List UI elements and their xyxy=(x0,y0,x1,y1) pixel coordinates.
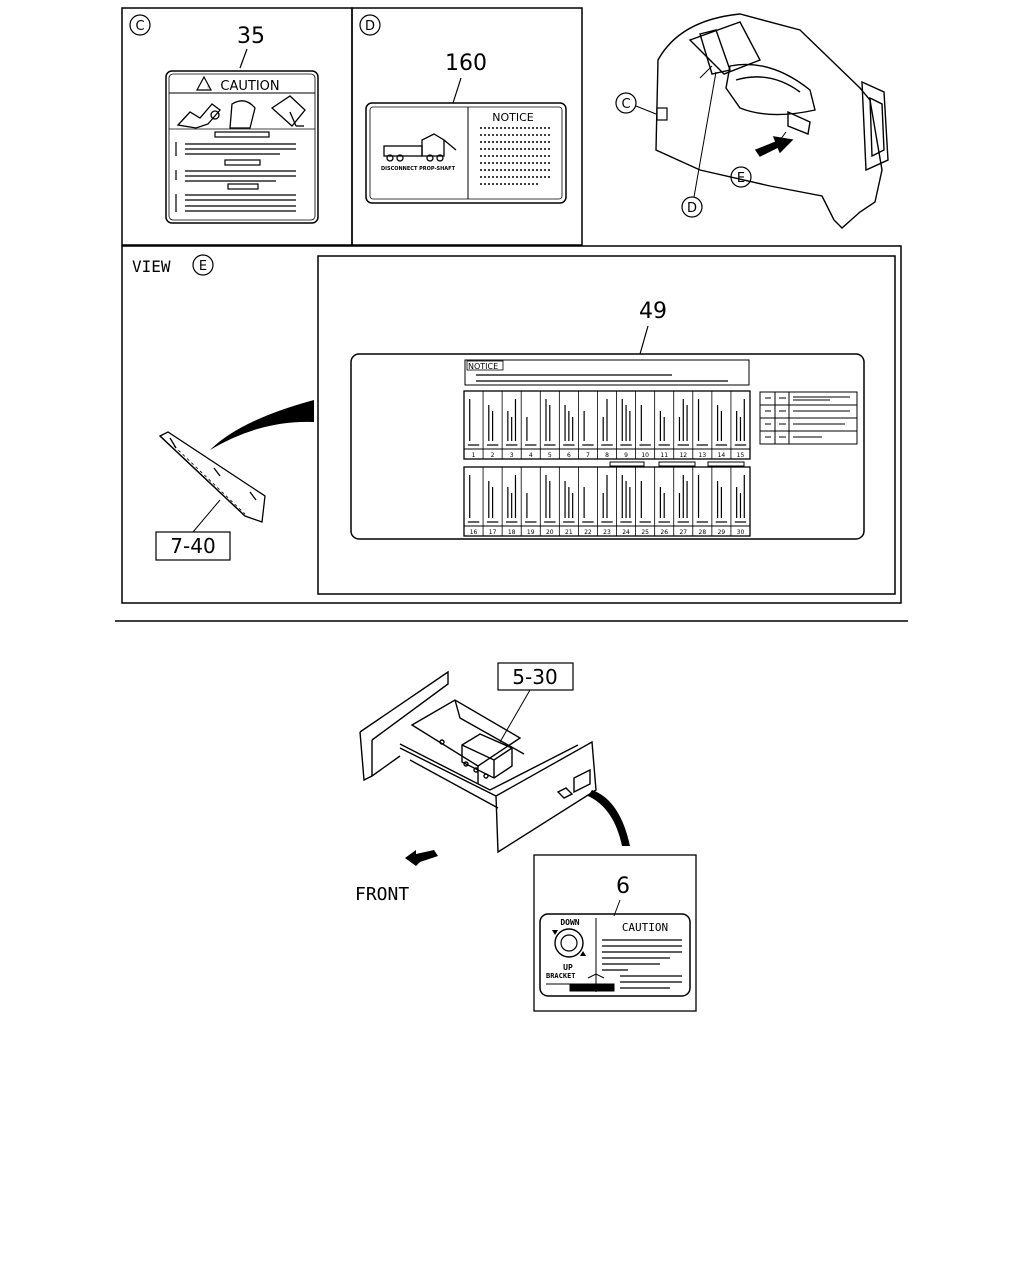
fuse-row-frame xyxy=(463,466,751,537)
caution-heading-35: CAUTION xyxy=(220,79,279,94)
view-e-frame xyxy=(121,245,902,604)
frame-ref-box xyxy=(497,662,574,691)
notice-label-160 xyxy=(365,102,567,204)
fuse-number-10: 10 xyxy=(641,452,649,459)
view-e-inner-frame xyxy=(317,255,896,595)
fuse-number-11: 11 xyxy=(660,452,668,459)
fuse-row-frame xyxy=(463,390,751,460)
spare-fuse-bar xyxy=(658,461,696,467)
fuse-number-20: 20 xyxy=(546,529,554,536)
fuse-cover-panel xyxy=(158,431,266,523)
fuse-number-15: 15 xyxy=(737,452,745,459)
fuse-legend-table xyxy=(759,391,858,445)
fuse-label-49 xyxy=(350,353,865,540)
notice-text-lines-160 xyxy=(480,127,550,185)
frame-label-pointer xyxy=(588,790,630,846)
caution-label-6 xyxy=(539,913,691,997)
fuse-number-17: 17 xyxy=(489,529,497,536)
panel-d-letter: D xyxy=(365,19,375,34)
panel-d: D 160 NOTICE DISCONNECT PROP-SHAFT xyxy=(359,14,567,204)
fuse-number-28: 28 xyxy=(699,529,707,536)
fuse-number-22: 22 xyxy=(584,529,592,536)
fuse-number-21: 21 xyxy=(565,529,573,536)
label-up: UP xyxy=(563,963,573,972)
frame-ref-5-30: 5-30 xyxy=(512,665,557,689)
fuse-number-26: 26 xyxy=(660,529,668,536)
cab-view xyxy=(655,13,889,229)
fuse-number-2: 2 xyxy=(491,452,495,459)
top-section xyxy=(121,7,583,246)
front-label: FRONT xyxy=(355,884,409,905)
fuse-number-25: 25 xyxy=(641,529,649,536)
fuse-number-5: 5 xyxy=(548,452,552,459)
frame-view: 5-30 xyxy=(355,662,697,1012)
part-number-49: 49 xyxy=(639,299,667,324)
fuse-number-24: 24 xyxy=(622,529,630,536)
chassis-frame-drawing xyxy=(359,670,597,854)
fuse-number-23: 23 xyxy=(603,529,611,536)
cab-callouts: C D E xyxy=(615,71,752,218)
notice-caption-160: DISCONNECT PROP-SHAFT xyxy=(381,166,456,172)
panel-d-letter-circle xyxy=(359,14,381,36)
fuse-number-16: 16 xyxy=(470,529,478,536)
bracket-icon xyxy=(546,973,615,992)
fuse-number-8: 8 xyxy=(605,452,609,459)
fuse-number-14: 14 xyxy=(718,452,726,459)
spare-fuse-bar xyxy=(609,461,645,467)
panel-d-frame xyxy=(351,7,583,246)
cab-body-outline xyxy=(655,13,883,229)
fuse-number-3: 3 xyxy=(510,452,514,459)
panel-ref-7-40: 7-40 xyxy=(170,534,215,558)
fuse-number-9: 9 xyxy=(624,452,628,459)
caution-label-35 xyxy=(165,70,319,224)
spare-fuse-bar xyxy=(707,461,745,467)
fuse-number-7: 7 xyxy=(586,452,590,459)
fuse-number-1: 1 xyxy=(472,452,476,459)
view-e-title-prefix: VIEW xyxy=(132,257,171,276)
fuse-number-27: 27 xyxy=(679,529,687,536)
cab-callout-e: E xyxy=(737,171,745,186)
rotate-dial-icon xyxy=(554,928,584,958)
front-arrow-icon xyxy=(405,850,438,866)
fuse-number-30: 30 xyxy=(737,529,745,536)
panel-d-part-number: 160 xyxy=(445,51,487,76)
notice-heading-160: NOTICE xyxy=(492,111,534,124)
part-number-6: 6 xyxy=(616,874,630,899)
fuse-number-19: 19 xyxy=(527,529,535,536)
fuse-number-4: 4 xyxy=(529,452,533,459)
fuse-number-18: 18 xyxy=(508,529,516,536)
panel-c-letter-circle xyxy=(129,14,151,36)
panel-c-letter: C xyxy=(135,19,144,34)
view-e-title-letter: E xyxy=(199,259,207,274)
frame-label-box xyxy=(533,854,697,1012)
panel-c: C 35 ! CAUTION xyxy=(129,14,319,224)
notice-heading-49: NOTICE xyxy=(468,362,498,371)
label-bracket: BRACKET xyxy=(546,972,576,980)
caution-text-lines-35 xyxy=(175,131,296,212)
view-e-pointer xyxy=(210,400,314,450)
fuse-number-6: 6 xyxy=(567,452,571,459)
cab-callout-c: C xyxy=(621,97,630,112)
cab-arrow-icon xyxy=(754,136,794,157)
pictogram-icons xyxy=(176,95,306,129)
fuse-number-13: 13 xyxy=(699,452,707,459)
svg-text:!: ! xyxy=(207,85,209,90)
truck-tow-icon xyxy=(383,133,457,162)
panel-c-part-number: 35 xyxy=(237,24,265,49)
fuse-number-12: 12 xyxy=(679,452,687,459)
cab-callout-d: D xyxy=(687,201,697,216)
fuse-number-29: 29 xyxy=(718,529,726,536)
caution-text-lines-6 xyxy=(602,939,682,989)
warning-triangle-icon xyxy=(195,75,213,91)
caution-heading-6: CAUTION xyxy=(622,921,668,934)
label-down: DOWN xyxy=(560,918,579,927)
